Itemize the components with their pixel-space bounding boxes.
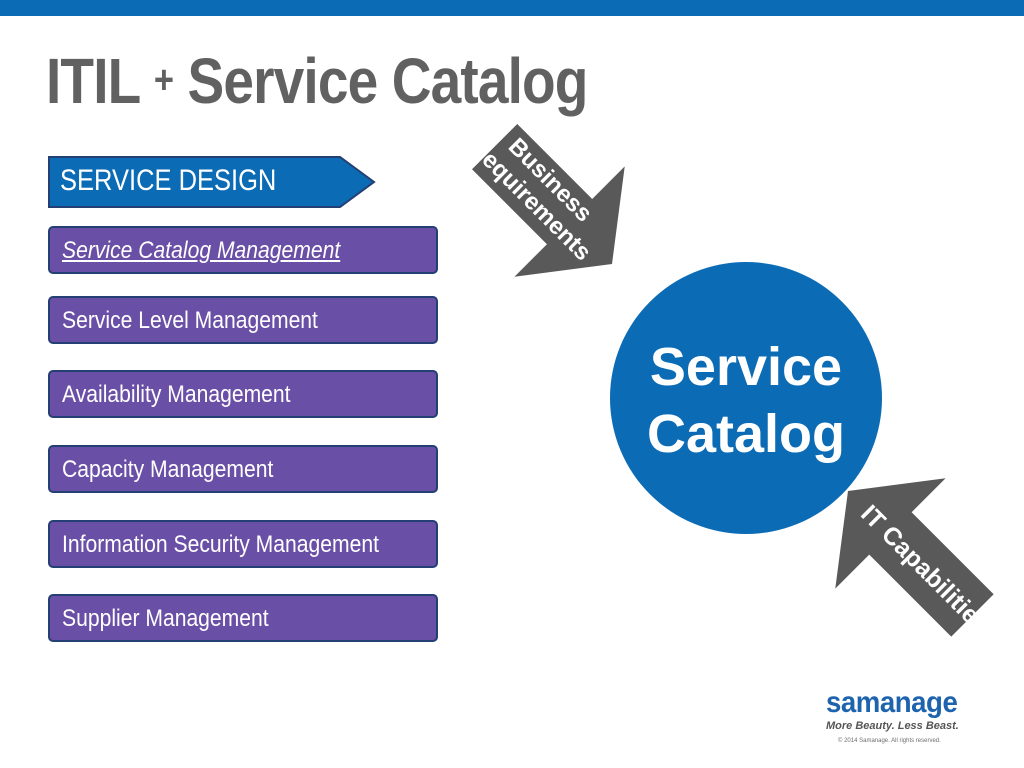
title-plus: + bbox=[153, 58, 174, 102]
arrow-label: IT Capabilities bbox=[855, 500, 995, 640]
process-label: Capacity Management bbox=[62, 456, 274, 483]
process-label: Information Security Management bbox=[62, 531, 379, 558]
section-arrow-shape bbox=[48, 156, 376, 208]
title-rest: Service Catalog bbox=[187, 45, 588, 117]
page-title: ITIL + Service Catalog bbox=[46, 44, 588, 118]
process-label: Availability Management bbox=[62, 381, 291, 408]
process-label: Service Catalog Management bbox=[62, 237, 341, 264]
process-item-service-level-management: Service Level Management bbox=[48, 296, 438, 344]
logo-wordmark: samanage bbox=[826, 686, 958, 719]
process-label: Service Level Management bbox=[62, 307, 318, 334]
process-item-availability-management: Availability Management bbox=[48, 370, 438, 418]
circle-label-line2: Catalog bbox=[647, 404, 845, 464]
circle-label-line1: Service bbox=[650, 337, 842, 397]
logo-tagline: More Beauty. Less Beast. bbox=[826, 720, 959, 732]
top-accent-bar bbox=[0, 0, 1024, 16]
title-prefix: ITIL bbox=[46, 45, 140, 117]
process-item-information-security-management: Information Security Management bbox=[48, 520, 438, 568]
section-label: SERVICE DESIGN bbox=[60, 164, 277, 197]
process-label: Supplier Management bbox=[62, 605, 269, 632]
copyright-notice: © 2014 Samanage. All rights reserved. bbox=[838, 738, 941, 744]
service-catalog-circle bbox=[610, 262, 882, 534]
service-design-header: SERVICE DESIGN bbox=[48, 156, 378, 210]
process-item-service-catalog-management: Service Catalog Management bbox=[48, 226, 438, 274]
process-item-capacity-management: Capacity Management bbox=[48, 445, 438, 493]
process-list: Service Catalog Management Service Level… bbox=[48, 226, 442, 646]
samanage-logo: samanage More Beauty. Less Beast. bbox=[826, 686, 986, 732]
process-item-supplier-management: Supplier Management bbox=[48, 594, 438, 642]
business-requirements-arrow: Business Requirements bbox=[464, 123, 625, 277]
